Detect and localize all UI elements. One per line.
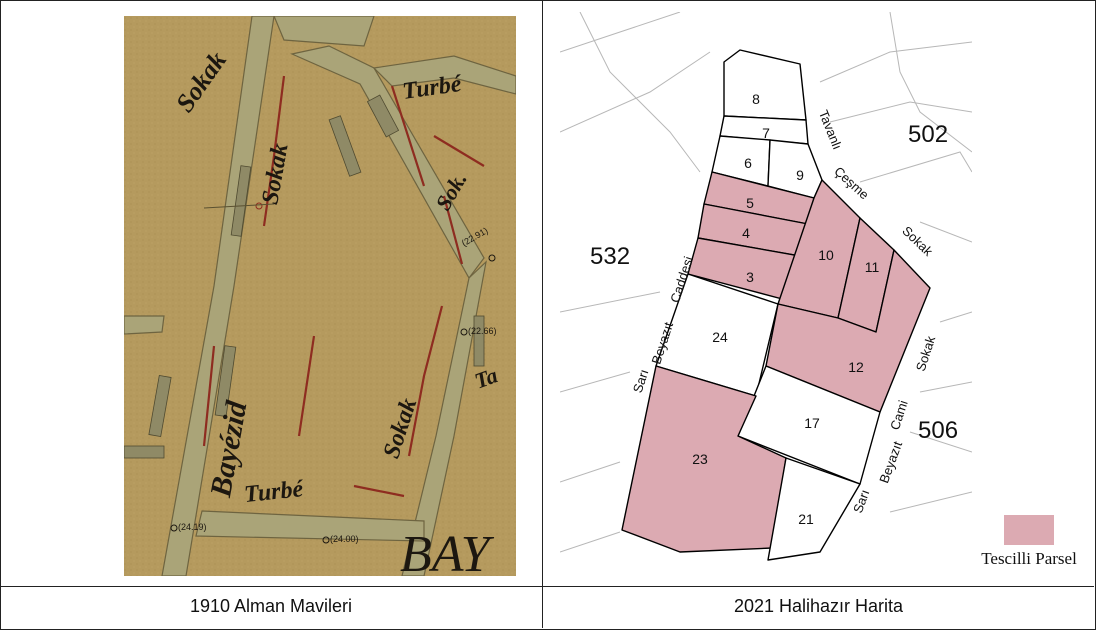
old-map-building-edges xyxy=(202,75,485,498)
parcel-label-23: 23 xyxy=(692,451,708,467)
parcel-label-6: 6 xyxy=(744,155,752,171)
parcel-label-11: 11 xyxy=(865,259,880,275)
legend-label: Tescilli Parsel xyxy=(981,549,1077,568)
old-map-roads xyxy=(124,16,516,576)
street-label-beyazit-right: Beyazıt xyxy=(876,439,905,485)
old-map-survey-points xyxy=(170,202,496,544)
street-label-sari-left: Sarı xyxy=(630,367,652,394)
parcel-label-3: 3 xyxy=(746,269,754,285)
old-elev-2: (22.66) xyxy=(468,326,497,336)
parcel-label-21: 21 xyxy=(798,511,814,527)
new-map-surrounding-parcels xyxy=(560,12,972,553)
parcel-21 xyxy=(767,457,861,561)
old-label-bay: BAY xyxy=(400,526,495,576)
old-map-grid-line xyxy=(203,203,275,209)
parcel-8 xyxy=(723,49,807,121)
caption-left: 1910 Alman Mavileri xyxy=(189,596,353,616)
parcel-label-12: 12 xyxy=(848,359,864,375)
new-map-parcel-numbers: 8 7 6 9 5 4 3 10 11 24 12 17 23 21 xyxy=(692,91,879,527)
caption-right: 2021 Halihazır Harita xyxy=(733,596,904,616)
street-label-sokak1: Sokak xyxy=(899,223,936,259)
caption-divider xyxy=(0,586,1094,587)
parcel-label-7: 7 xyxy=(762,125,770,141)
parcel-label-4: 4 xyxy=(742,225,750,241)
block-number-506: 506 xyxy=(918,417,958,444)
legend-swatch xyxy=(1004,515,1054,545)
old-map-1910: Sokak Turbé Sokak Sok. Bayézid Turbé Sok… xyxy=(124,16,516,576)
new-map-2021: 532 502 506 8 7 6 9 5 4 3 10 11 24 12 17… xyxy=(560,12,972,561)
old-map-building-blocks xyxy=(124,94,485,459)
parcel-label-10: 10 xyxy=(818,247,834,263)
old-label-turbe-bottom: Turbé xyxy=(243,476,306,508)
parcel-label-9: 9 xyxy=(796,167,804,183)
street-label-tavanli: Tavanlı xyxy=(816,108,845,152)
block-number-502: 502 xyxy=(908,121,948,148)
new-map-parcels xyxy=(621,49,931,561)
street-label-cami: Cami xyxy=(887,398,911,432)
block-number-532: 532 xyxy=(590,243,630,270)
new-map-block-numbers: 532 502 506 xyxy=(590,121,958,444)
street-label-sokak2: Sokak xyxy=(913,334,939,373)
panel-divider xyxy=(542,0,543,628)
old-elev-4: (24.00) xyxy=(330,534,359,544)
parcel-label-17: 17 xyxy=(804,415,820,431)
parcel-label-24: 24 xyxy=(712,329,728,345)
parcel-label-8: 8 xyxy=(752,91,760,107)
parcel-label-5: 5 xyxy=(746,195,754,211)
old-elev-3: (24.19) xyxy=(178,522,207,532)
